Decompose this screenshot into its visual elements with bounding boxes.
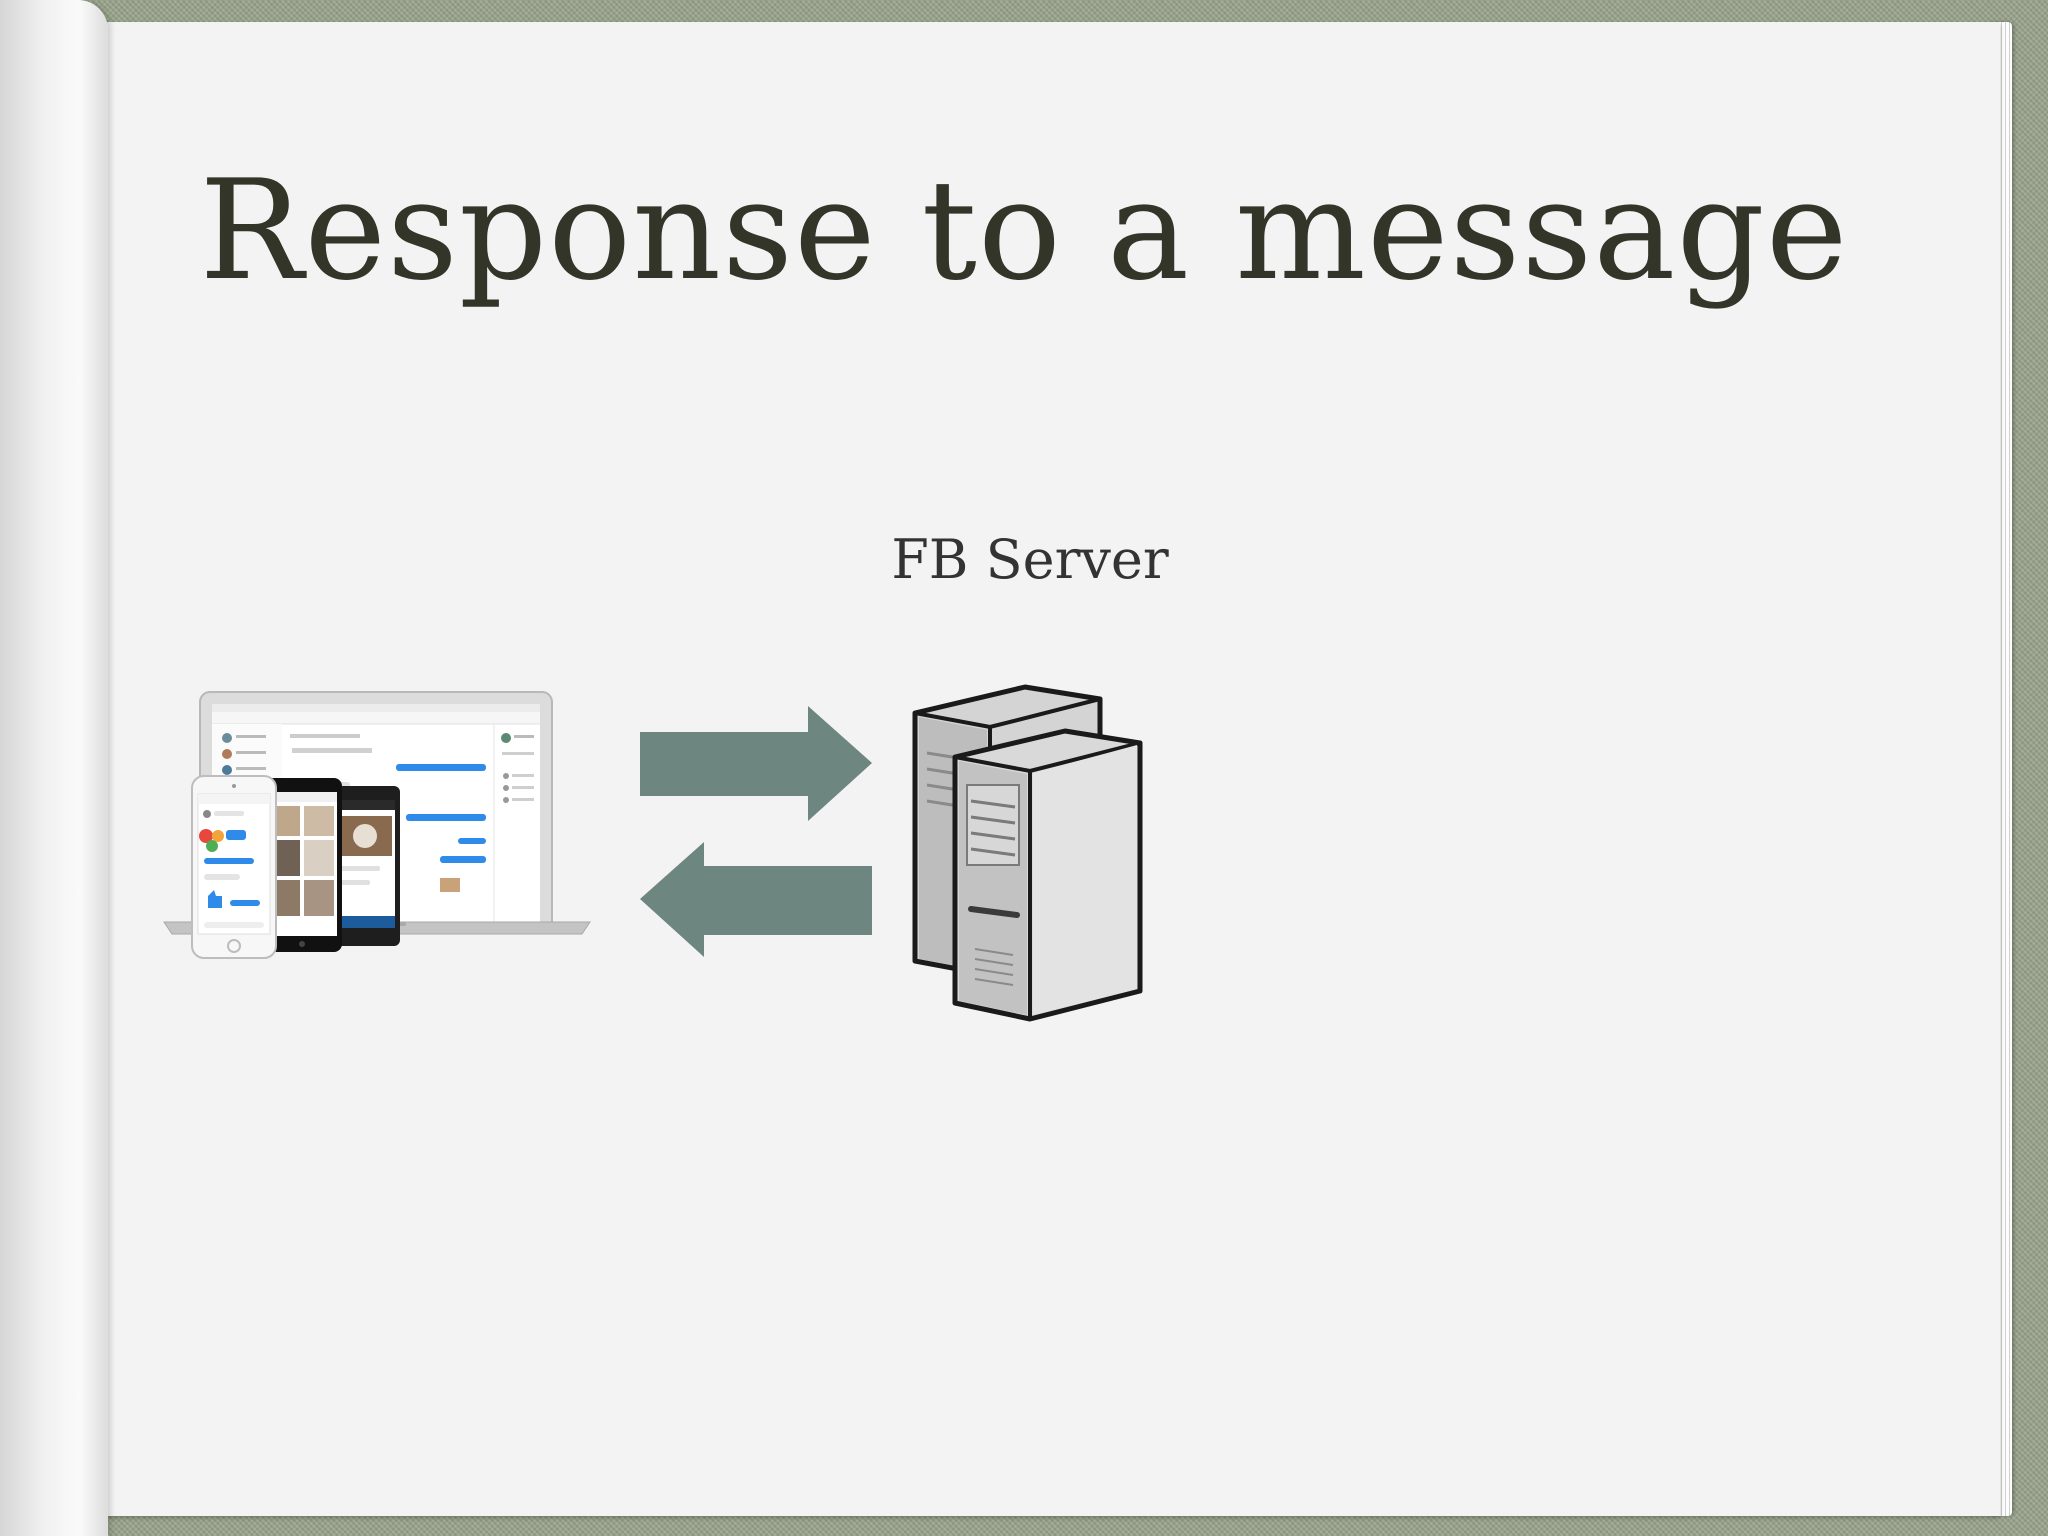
- arrow-left-icon: [640, 842, 872, 957]
- server-label: FB Server: [891, 528, 1169, 591]
- arrow-right-icon: [640, 706, 872, 821]
- slide-title: Response to a message: [199, 150, 1849, 311]
- server-tower-icon: [912, 684, 1143, 1022]
- messenger-devices-icon: [163, 691, 591, 959]
- book-left-page-curl: [0, 0, 108, 1536]
